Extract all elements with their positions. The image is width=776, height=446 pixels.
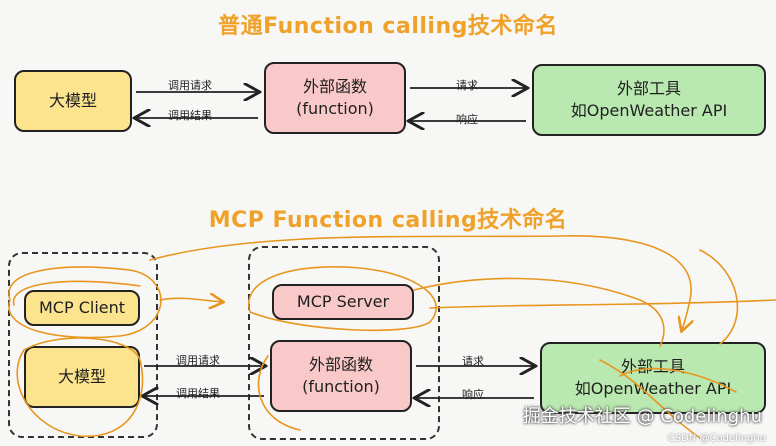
- mcp-client-label: MCP Client: [38, 298, 126, 317]
- bottom-request-label: 请求: [462, 355, 484, 368]
- bottom-function-line1: 外部函数: [308, 355, 373, 374]
- top-function-line2: (function): [296, 99, 374, 118]
- bottom-tool-line2: 如OpenWeather API: [574, 379, 732, 398]
- top-call-request-label: 调用请求: [168, 79, 212, 92]
- top-tool-box: 外部工具 如OpenWeather API: [532, 64, 766, 136]
- bottom-function-line2: (function): [302, 377, 380, 396]
- top-function-box: 外部函数 (function): [264, 62, 406, 134]
- top-llm-box: 大模型: [14, 70, 132, 132]
- bottom-tool-box: 外部工具 如OpenWeather API: [540, 342, 766, 414]
- top-llm-label: 大模型: [48, 91, 97, 110]
- bottom-title: MCP Function calling技术命名: [208, 208, 568, 233]
- bottom-function-box: 外部函数 (function): [270, 340, 412, 412]
- bottom-call-request-label: 调用请求: [176, 354, 220, 367]
- mcp-client-box: MCP Client: [24, 290, 140, 326]
- top-title: 普通Function calling技术命名: [218, 14, 558, 39]
- mcp-server-box: MCP Server: [272, 284, 414, 320]
- server-group-dashed: [248, 246, 440, 440]
- handwritten-scribbles: [8, 235, 776, 439]
- top-response-label: 响应: [456, 113, 478, 126]
- mcp-server-label: MCP Server: [296, 292, 390, 311]
- top-tool-line2: 如OpenWeather API: [570, 101, 728, 120]
- bottom-llm-box: 大模型: [24, 346, 140, 408]
- top-tool-line1: 外部工具: [616, 79, 681, 98]
- top-function-line1: 外部函数: [302, 77, 367, 96]
- watermark-juejin: 掘金技术社区 @ Codelinghu: [522, 406, 762, 427]
- client-group-dashed: [8, 252, 158, 438]
- bottom-llm-label: 大模型: [57, 367, 106, 386]
- watermark-csdn: CSDN @Codelinghu: [667, 433, 766, 444]
- bottom-tool-line1: 外部工具: [620, 357, 685, 376]
